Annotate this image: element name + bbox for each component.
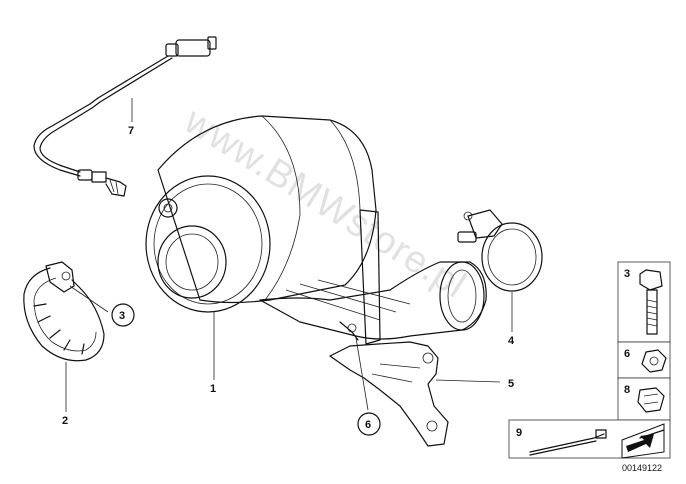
callout-3: 3 — [119, 310, 125, 322]
parts-panel: 3 6 8 9 — [508, 261, 671, 459]
watermark-text: www.BMWstore.pl — [176, 99, 473, 306]
arrow-tile-icon — [621, 423, 665, 459]
panel-label-6: 6 — [624, 348, 630, 360]
panel-cell-8 — [617, 377, 671, 421]
callout-1: 1 — [210, 383, 216, 395]
diagram-number: 00149122 — [622, 463, 662, 473]
leader-lines — [65, 98, 513, 412]
callout-7: 7 — [128, 125, 134, 137]
callout-4: 4 — [508, 335, 515, 347]
nut-icon — [641, 349, 667, 373]
panel-label-3: 3 — [624, 268, 630, 280]
callout-2: 2 — [62, 415, 68, 427]
panel-cell-3 — [617, 261, 671, 343]
cable-tie-icon — [529, 429, 607, 456]
callout-6: 6 — [365, 419, 371, 431]
oxygen-sensor-drawing — [33, 36, 217, 197]
pipe-clamp-drawing — [457, 209, 543, 292]
catalytic-converter-drawing — [145, 115, 487, 345]
callout-5: 5 — [508, 378, 514, 390]
panel-label-8: 8 — [624, 384, 630, 396]
panel-label-9: 9 — [516, 427, 522, 439]
callout-3-circle — [111, 303, 135, 327]
exhaust-clamp-drawing — [23, 261, 105, 362]
heat-shield-bracket-drawing — [329, 341, 449, 447]
bolt-icon — [639, 269, 663, 335]
clip-nut-icon — [637, 387, 665, 413]
callout-6-circle — [357, 412, 381, 436]
